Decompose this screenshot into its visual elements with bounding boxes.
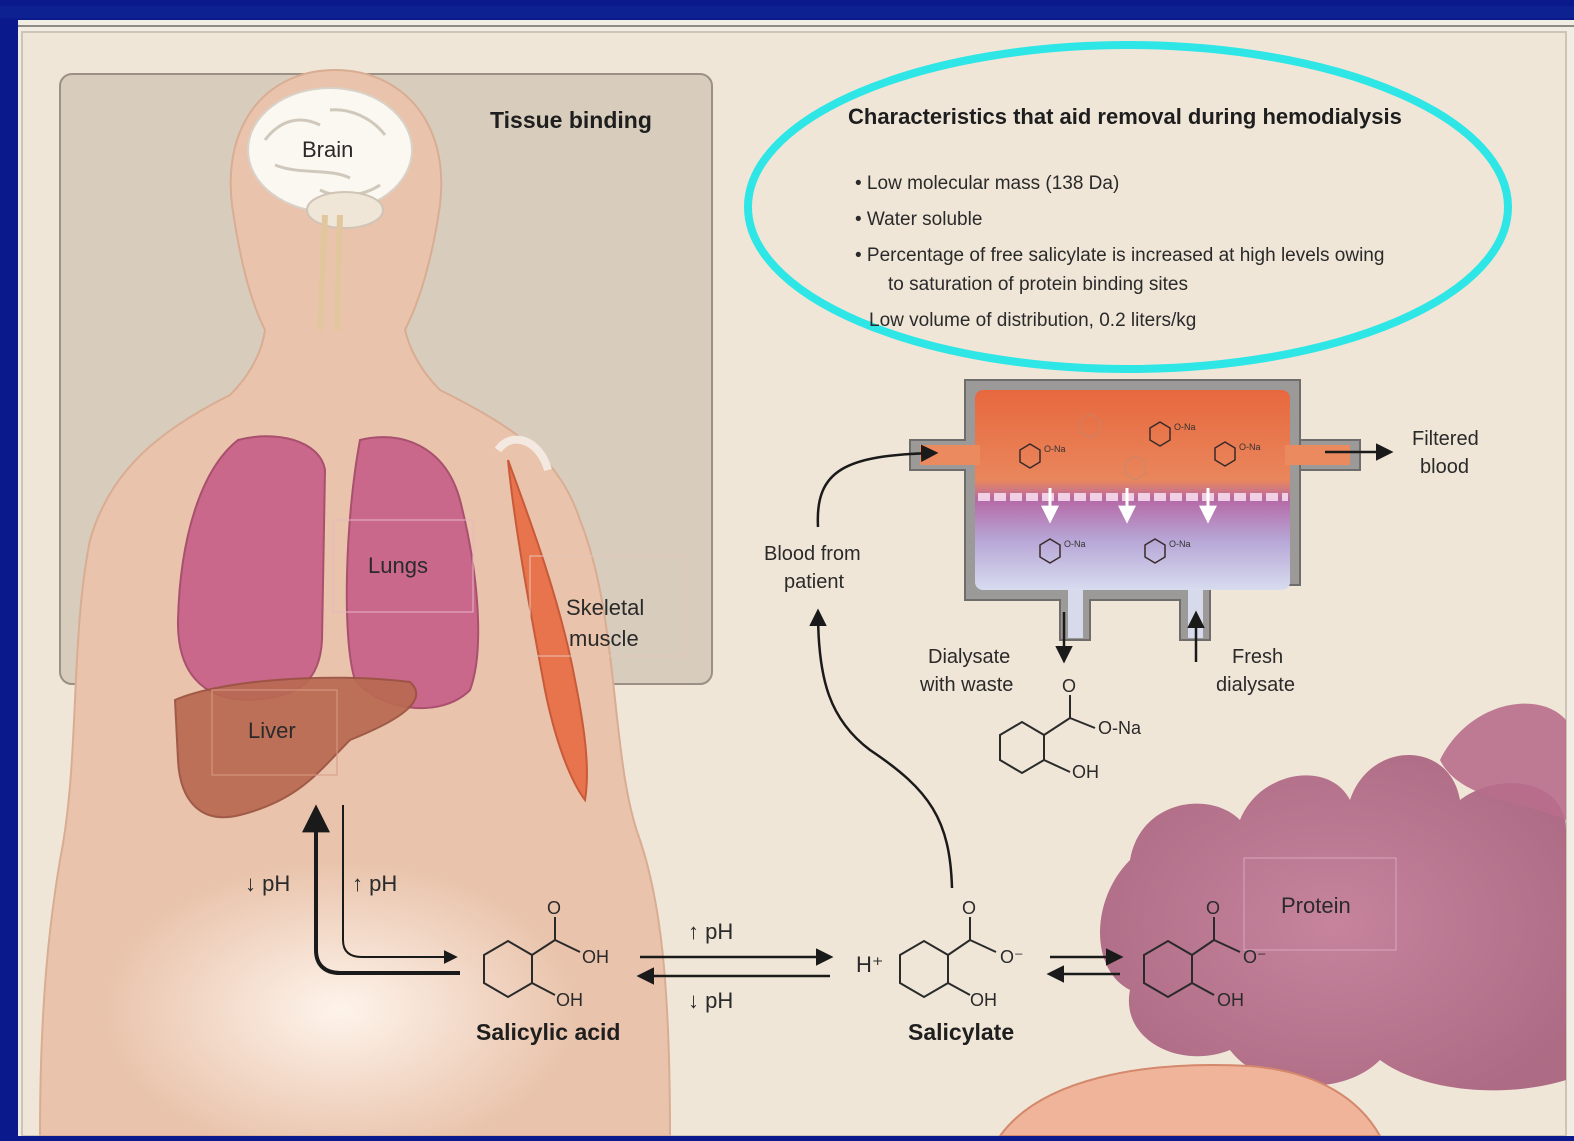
dialysate-o-label: O	[1062, 676, 1076, 696]
salicylic-acid-label: Salicylic acid	[476, 1019, 620, 1045]
blood-from-patient-label-1: Blood from	[764, 543, 861, 565]
molecule-label-4: O-Na	[1064, 539, 1086, 549]
fresh-dialysate-label-2: dialysate	[1216, 674, 1295, 696]
dialysate-waste-label-1: Dialysate	[928, 646, 1010, 668]
brain-label: Brain	[302, 137, 353, 162]
molecule-label-2: O-Na	[1174, 422, 1196, 432]
protein-label: Protein	[1281, 893, 1351, 918]
bound-o-label: O	[1206, 898, 1220, 918]
characteristic-item-3-cont: to saturation of protein binding sites	[888, 274, 1188, 295]
salicylate-oh-label: OH	[970, 990, 997, 1010]
skeletal-muscle-label-1: Skeletal	[566, 595, 644, 620]
filtered-blood-label-2: blood	[1420, 456, 1469, 478]
ph-down-label-left: ↓ pH	[245, 871, 290, 896]
molecule-label-3: O-Na	[1239, 442, 1261, 452]
salicylate-label: Salicylate	[908, 1019, 1014, 1045]
characteristic-item-4: Low volume of distribution, 0.2 liters/k…	[869, 310, 1196, 331]
skeletal-muscle-label-2: muscle	[569, 626, 639, 651]
filtered-blood-label-1: Filtered	[1412, 428, 1479, 450]
characteristics-title: Characteristics that aid removal during …	[848, 104, 1402, 129]
characteristic-item-2: • Water soluble	[855, 209, 982, 230]
characteristic-item-1: • Low molecular mass (138 Da)	[855, 173, 1119, 194]
bound-oh-label: OH	[1217, 990, 1244, 1010]
dialysate-waste-label-2: with waste	[919, 674, 1013, 696]
liver-label: Liver	[248, 718, 296, 743]
dialysate-oh-label: OH	[1072, 762, 1099, 782]
fresh-dialysate-label-1: Fresh	[1232, 646, 1283, 668]
tissue-binding-label: Tissue binding	[490, 107, 652, 133]
salicylic-oh-label-2: OH	[556, 990, 583, 1010]
blood-from-patient-label-2: patient	[784, 571, 844, 593]
ph-up-label-center: ↑ pH	[688, 919, 733, 944]
salicylic-oh-label-1: OH	[582, 947, 609, 967]
bound-o-minus-label: O⁻	[1243, 947, 1267, 967]
h-plus-label: H⁺	[856, 952, 884, 977]
salicylic-o-label: O	[547, 898, 561, 918]
dialyzer-chamber	[975, 390, 1290, 590]
characteristic-item-3: • Percentage of free salicylate is incre…	[855, 245, 1384, 266]
molecule-label-1: O-Na	[1044, 444, 1066, 454]
ph-down-label-center: ↓ pH	[688, 988, 733, 1013]
salicylate-o-label: O	[962, 898, 976, 918]
molecule-label-5: O-Na	[1169, 539, 1191, 549]
lungs-label: Lungs	[368, 553, 428, 578]
salicylate-o-minus-label: O⁻	[1000, 947, 1024, 967]
ph-up-label-left: ↑ pH	[352, 871, 397, 896]
dialysate-ona-label: O-Na	[1098, 718, 1142, 738]
